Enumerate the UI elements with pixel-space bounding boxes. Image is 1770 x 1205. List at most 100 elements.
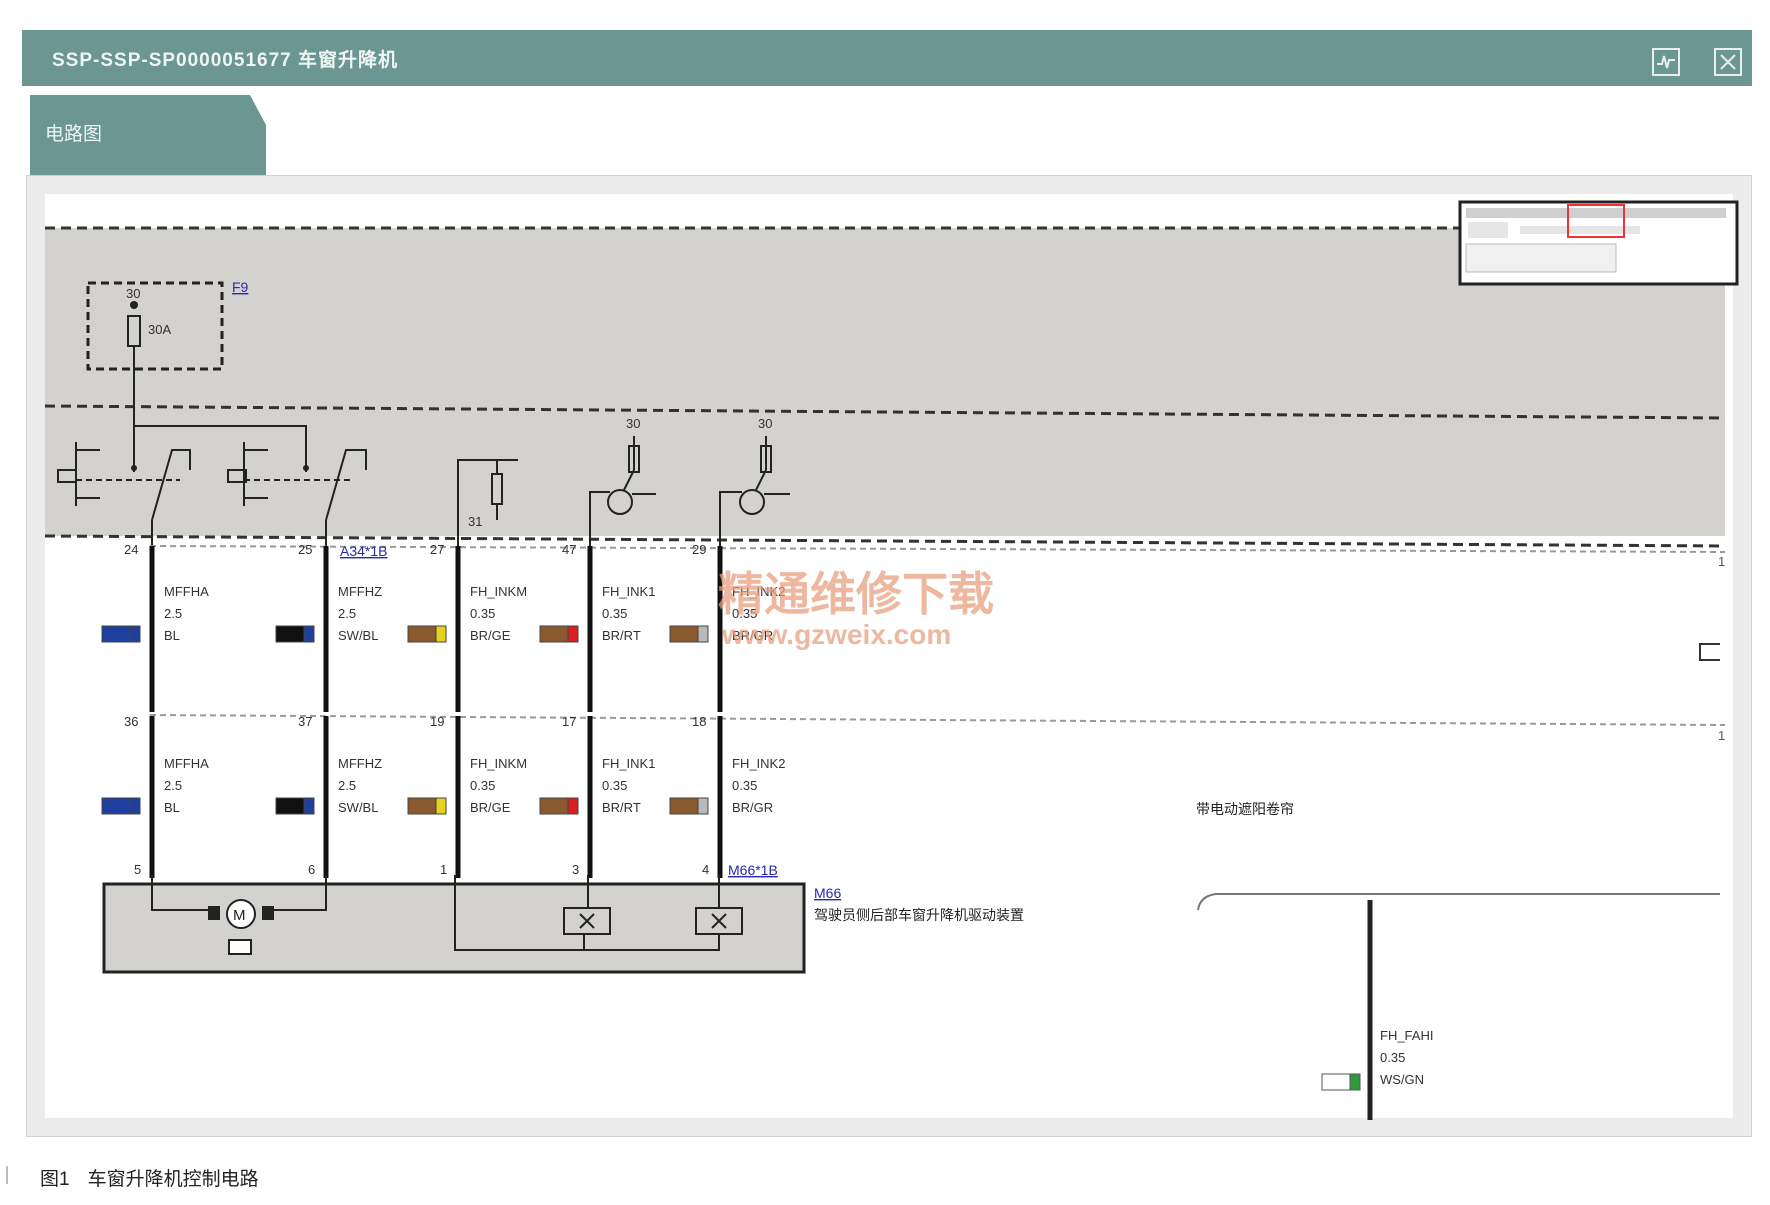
wire-swatch [101, 797, 131, 815]
upper-connector-label: A34*1B [340, 543, 387, 559]
wire-swatch-tip [567, 625, 579, 643]
overview-minimap[interactable] [1458, 200, 1739, 286]
wire-pin: 17 [562, 714, 576, 729]
wire-name: MFFHA [164, 584, 209, 599]
wire-color: SW/BL [338, 628, 378, 643]
wire-swatch-tip [697, 625, 709, 643]
device-pin: 3 [572, 862, 579, 877]
wire-color: BR/GE [470, 800, 511, 815]
wire-size: 2.5 [164, 606, 182, 621]
wire-size: 0.35 [470, 778, 495, 793]
wire-color: BL [164, 628, 180, 643]
fuse-link: F9 [232, 279, 249, 295]
relay-right [227, 442, 367, 546]
wire-swatch-tip [129, 625, 141, 643]
terminal-30-a: 30 [626, 416, 640, 431]
wire-pin: 18 [692, 714, 706, 729]
wire-pin: 25 [298, 542, 312, 557]
device-name: 驾驶员侧后部车窗升降机驱动装置 [814, 907, 1024, 923]
caption-bar [6, 1166, 8, 1184]
wire-swatch [101, 625, 131, 643]
wire-swatch-tip [129, 797, 141, 815]
wire-pin: 47 [562, 542, 576, 557]
wire-name: FH_INK1 [602, 756, 655, 771]
right-wire-color: WS/GN [1380, 1072, 1424, 1087]
wire-swatch-tip [697, 797, 709, 815]
right-wire-name: FH_FAHI [1380, 1028, 1433, 1043]
wire-size: 0.35 [602, 606, 627, 621]
wire-swatch [539, 625, 569, 643]
wire-size: 0.35 [732, 778, 757, 793]
right-wire-swatch [1321, 1073, 1361, 1091]
tab-circuit-diagram[interactable]: 电路图 [30, 95, 266, 177]
right-wire-size: 0.35 [1380, 1050, 1405, 1065]
wire-color: BR/RT [602, 800, 641, 815]
option-note: 带电动遮阳卷帘 [1196, 801, 1294, 817]
wire-name: FH_INKM [470, 584, 527, 599]
wire-name: FH_INK1 [602, 584, 655, 599]
fuse-pin: 30 [126, 286, 140, 301]
wire-swatch [669, 625, 699, 643]
wire-swatch-tip [303, 625, 315, 643]
fuse-f9: 30 30A F9 [86, 279, 249, 371]
relay-left [57, 425, 307, 546]
tab-label: 电路图 [45, 124, 103, 145]
module-band [45, 406, 1725, 536]
wire-size: 0.35 [602, 778, 627, 793]
watermark-title: 精通维修下载 [718, 568, 994, 620]
device-id: M66 [814, 885, 841, 901]
ink2-circuit [719, 436, 790, 546]
close-icon[interactable] [1714, 48, 1742, 76]
wire-pin: 24 [124, 542, 138, 557]
ink-m-circuit [457, 459, 518, 546]
figure-caption: 图1 车窗升降机控制电路 [40, 1164, 259, 1191]
waveform-icon[interactable] [1652, 48, 1680, 76]
wire-size: 0.35 [732, 606, 757, 621]
wire-swatch [539, 797, 569, 815]
side-mark-lower: 1 [1718, 728, 1725, 743]
wire-size: 2.5 [338, 778, 356, 793]
caption-text: 车窗升降机控制电路 [87, 1169, 259, 1190]
device-m66: M [102, 875, 806, 974]
wire-pin: 37 [298, 714, 312, 729]
side-mark-upper: 1 [1718, 554, 1725, 569]
wire-pin: 29 [692, 542, 706, 557]
wire-name: MFFHZ [338, 584, 382, 599]
wire-size: 2.5 [164, 778, 182, 793]
window-title: SSP-SSP-SP0000051677 车窗升降机 [52, 50, 398, 71]
wire-color: BR/GE [470, 628, 511, 643]
caption-number: 图1 [40, 1169, 70, 1190]
wire-name: FH_INK2 [732, 584, 785, 599]
bracket-icon [1699, 643, 1720, 661]
window-title-bar: SSP-SSP-SP0000051677 车窗升降机 [22, 30, 1752, 86]
device-pin: 6 [308, 862, 315, 877]
watermark-url: www.gzweix.com [721, 619, 951, 650]
wire-name: MFFHZ [338, 756, 382, 771]
wire-pin: 36 [124, 714, 138, 729]
svg-text:M: M [233, 907, 246, 924]
wire-swatch [407, 797, 437, 815]
wire-size: 0.35 [470, 606, 495, 621]
wire-swatch [407, 625, 437, 643]
wire-swatch-tip [303, 797, 315, 815]
wire-size: 2.5 [338, 606, 356, 621]
terminal-30-b: 30 [758, 416, 772, 431]
wire-color: SW/BL [338, 800, 378, 815]
wire-color: BR/RT [602, 628, 641, 643]
wire-color: BR/GR [732, 628, 773, 643]
wire-name: MFFHA [164, 756, 209, 771]
wire-color: BR/GR [732, 800, 773, 815]
wire-swatch-tip [435, 797, 447, 815]
wire-pin: 19 [430, 714, 444, 729]
wire-color: BL [164, 800, 180, 815]
wire-swatch [275, 625, 305, 643]
terminal-31: 31 [468, 514, 482, 529]
wire-swatch-tip [567, 797, 579, 815]
fuse-rating: 30A [148, 322, 171, 337]
fuse-band [45, 228, 1725, 406]
wire-swatch [275, 797, 305, 815]
wire-swatch-tip [435, 625, 447, 643]
device-pin: 1 [440, 862, 447, 877]
wire-name: FH_INK2 [732, 756, 785, 771]
